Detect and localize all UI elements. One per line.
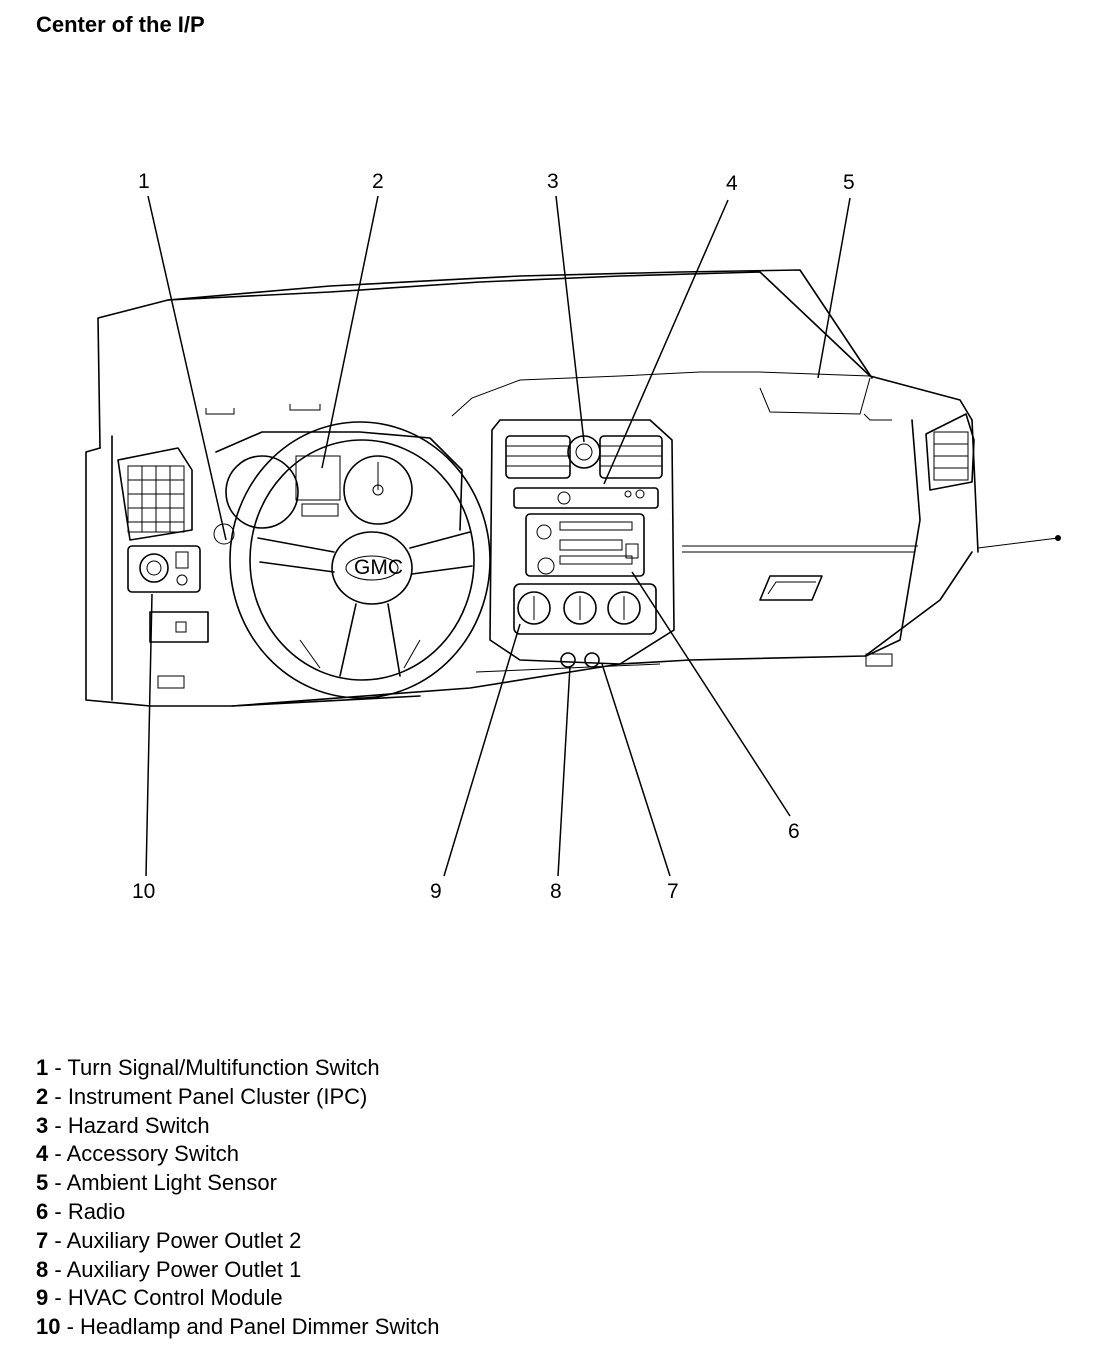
center-stack	[475, 419, 675, 673]
callout-8: 8	[550, 880, 562, 903]
dashboard-outline	[85, 269, 1061, 707]
legend-item-6: 6 - Radio	[36, 1198, 126, 1224]
legend-item-3: 3 - Hazard Switch	[36, 1112, 210, 1138]
steering-logo: GMC	[354, 556, 403, 579]
legend-item-9: 9 - HVAC Control Module	[36, 1285, 283, 1311]
parts-legend: 1 - Turn Signal/Multifunction Switch 2 -…	[36, 1054, 440, 1342]
callout-numbers: 1 2 3 4 5 6 7 8 9 10	[132, 170, 855, 903]
legend-item-4: 4 - Accessory Switch	[36, 1141, 239, 1167]
callout-9: 9	[430, 880, 442, 903]
instrument-cluster	[213, 431, 463, 545]
legend-item-10: 10 - Headlamp and Panel Dimmer Switch	[36, 1314, 440, 1340]
legend-item-7: 7 - Auxiliary Power Outlet 2	[36, 1227, 302, 1253]
legend-item-8: 8 - Auxiliary Power Outlet 1	[36, 1256, 302, 1282]
callout-4: 4	[726, 172, 738, 195]
left-air-vent	[117, 447, 193, 541]
callout-5: 5	[843, 171, 855, 194]
right-air-vent	[925, 413, 975, 491]
page-title: Center of the I/P	[36, 12, 205, 37]
leader-lines	[145, 195, 851, 877]
glovebox-handle	[759, 575, 823, 601]
callout-10: 10	[132, 880, 155, 903]
legend-item-2: 2 - Instrument Panel Cluster (IPC)	[36, 1083, 368, 1109]
headlamp-switch-panel	[127, 545, 209, 643]
instrument-panel-diagram: GMC	[85, 170, 1061, 903]
callout-1: 1	[138, 170, 150, 193]
legend-item-1: 1 - Turn Signal/Multifunction Switch	[36, 1055, 380, 1080]
callout-2: 2	[372, 170, 384, 193]
callout-7: 7	[667, 880, 679, 903]
legend-item-5: 5 - Ambient Light Sensor	[36, 1170, 277, 1196]
callout-3: 3	[547, 170, 559, 193]
callout-6: 6	[788, 820, 800, 843]
